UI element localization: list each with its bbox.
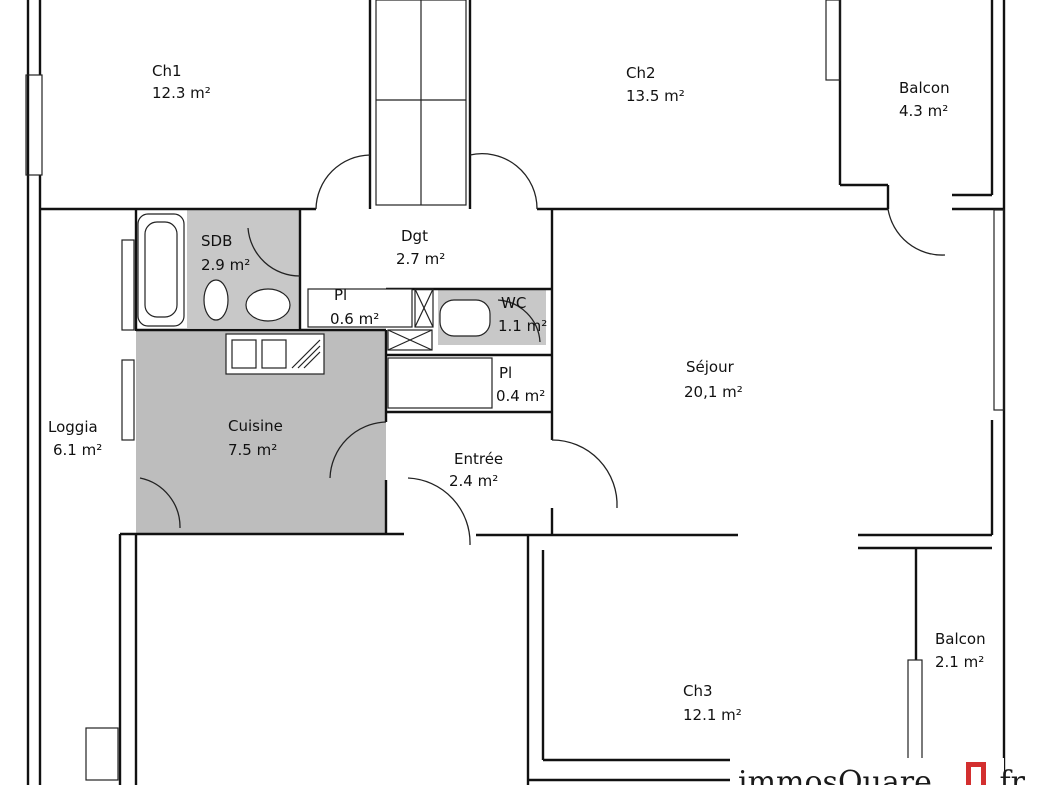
room-area-ch3: 12.1 m²	[683, 706, 742, 724]
room-area-sejour: 20,1 m²	[684, 383, 743, 401]
room-name-wc: WC	[501, 294, 526, 312]
windows	[25, 0, 1005, 761]
room-area-balcon-top: 4.3 m²	[899, 102, 948, 120]
room-name-pl1: Pl	[334, 286, 347, 304]
room-name-ch2: Ch2	[626, 64, 656, 82]
shaft-grid	[375, 0, 467, 206]
room-area-dgt: 2.7 m²	[396, 250, 445, 268]
room-area-wc: 1.1 m²	[498, 317, 547, 335]
toilet-sdb	[203, 279, 229, 321]
room-name-ch3: Ch3	[683, 682, 713, 700]
room-area-sdb: 2.9 m²	[201, 256, 250, 274]
room-area-entree: 2.4 m²	[449, 472, 498, 490]
room-area-ch2: 13.5 m²	[626, 87, 685, 105]
watermark-logo: immosQuare .fr	[732, 758, 1026, 785]
room-area-ch1: 12.3 m²	[152, 84, 211, 102]
room-area-pl2: 0.4 m²	[496, 387, 545, 405]
room-name-dgt: Dgt	[401, 227, 428, 245]
room-name-pl2: Pl	[499, 364, 512, 382]
watermark-suffix: .fr	[990, 765, 1026, 785]
room-area-balcon-bottom: 2.1 m²	[935, 653, 984, 671]
room-name-entree: Entrée	[454, 450, 503, 468]
room-name-cuisine: Cuisine	[228, 417, 283, 435]
room-name-balcon-top: Balcon	[899, 79, 950, 97]
watermark-text: immosQuare	[738, 765, 932, 785]
room-name-balcon-bottom: Balcon	[935, 630, 986, 648]
room-area-loggia: 6.1 m²	[53, 441, 102, 459]
toilet-wc	[439, 299, 491, 337]
walls	[26, 0, 1006, 785]
room-name-ch1: Ch1	[152, 62, 182, 80]
room-name-loggia: Loggia	[48, 418, 98, 436]
room-area-pl1: 0.6 m²	[330, 310, 379, 328]
room-name-sejour: Séjour	[686, 358, 735, 376]
doors	[139, 153, 946, 546]
room-area-cuisine: 7.5 m²	[228, 441, 277, 459]
room-name-sdb: SDB	[201, 232, 232, 250]
room-labels: Ch1 12.3 m² Ch2 13.5 m² Balcon 4.3 m² SD…	[48, 62, 986, 724]
sink-sdb	[245, 288, 291, 322]
fixtures	[85, 213, 493, 781]
